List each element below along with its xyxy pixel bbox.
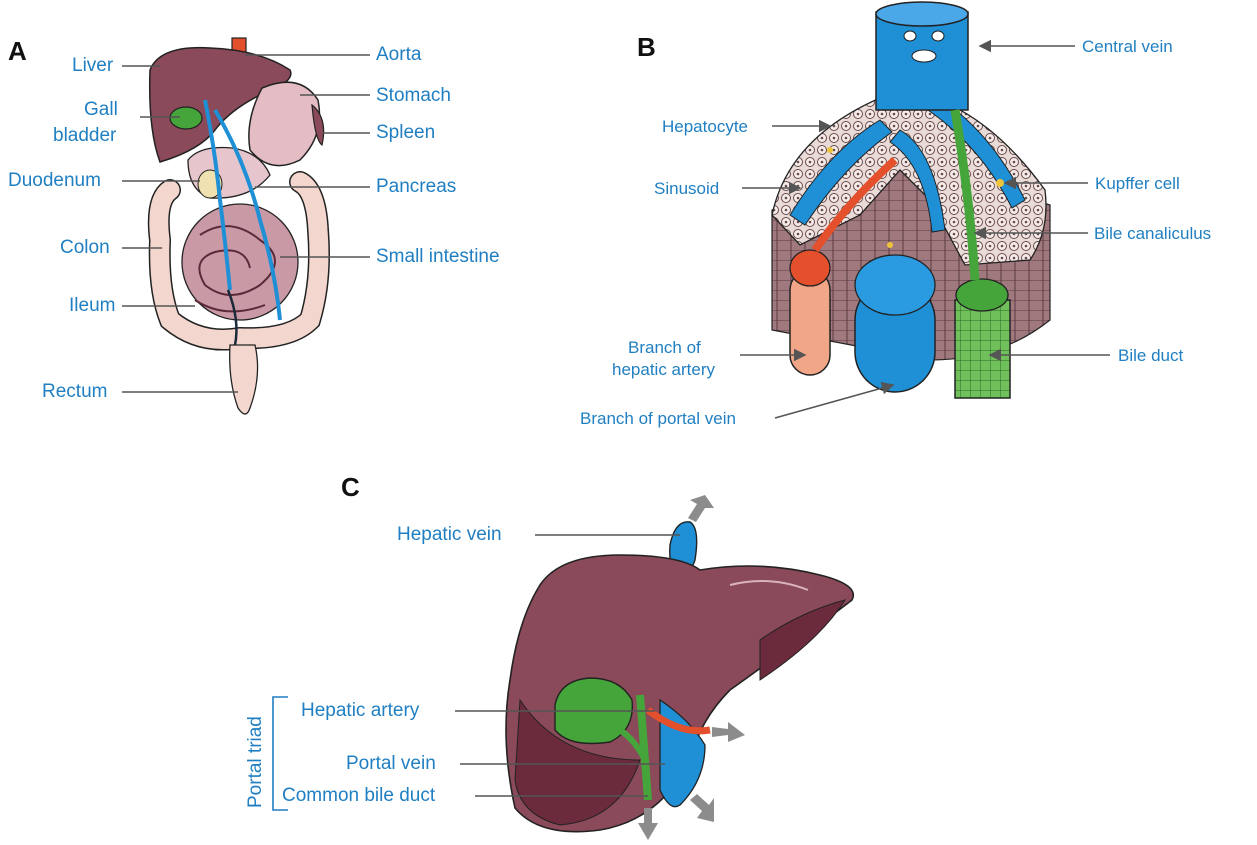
label-hepatocyte: Hepatocyte: [662, 116, 748, 137]
label-branch-portal-vein: Branch of portal vein: [580, 408, 736, 429]
label-duodenum: Duodenum: [8, 169, 101, 192]
label-colon: Colon: [60, 236, 110, 259]
label-rectum: Rectum: [42, 380, 107, 403]
label-portal-triad: Portal triad: [245, 716, 267, 808]
panel-label-b: B: [637, 32, 656, 63]
label-portal-vein: Portal vein: [346, 752, 436, 775]
label-bile-duct: Bile duct: [1118, 345, 1183, 366]
label-liver: Liver: [72, 54, 113, 77]
label-pancreas: Pancreas: [376, 175, 456, 198]
label-ileum: Ileum: [69, 294, 115, 317]
label-bladder: bladder: [53, 124, 116, 147]
label-hepatic-artery: Hepatic artery: [301, 699, 419, 722]
label-common-bile-duct: Common bile duct: [282, 784, 435, 807]
label-bile-canaliculus: Bile canaliculus: [1094, 223, 1211, 244]
label-branch-of: Branch of: [628, 337, 701, 358]
label-central-vein: Central vein: [1082, 36, 1173, 57]
label-sinusoid: Sinusoid: [654, 178, 719, 199]
label-gall: Gall: [84, 98, 118, 121]
label-hepatic-artery-branch: hepatic artery: [612, 359, 715, 380]
panel-c-illustration: [506, 495, 853, 840]
label-small-intestine: Small intestine: [376, 245, 500, 268]
panel-label-c: C: [341, 472, 360, 503]
label-kupffer-cell: Kupffer cell: [1095, 173, 1180, 194]
label-hepatic-vein: Hepatic vein: [397, 523, 502, 546]
label-stomach: Stomach: [376, 84, 451, 107]
label-spleen: Spleen: [376, 121, 435, 144]
panel-b-illustration: [772, 2, 1050, 398]
panel-label-a: A: [8, 36, 27, 67]
panel-a-illustration: [150, 38, 324, 414]
label-aorta: Aorta: [376, 43, 421, 66]
